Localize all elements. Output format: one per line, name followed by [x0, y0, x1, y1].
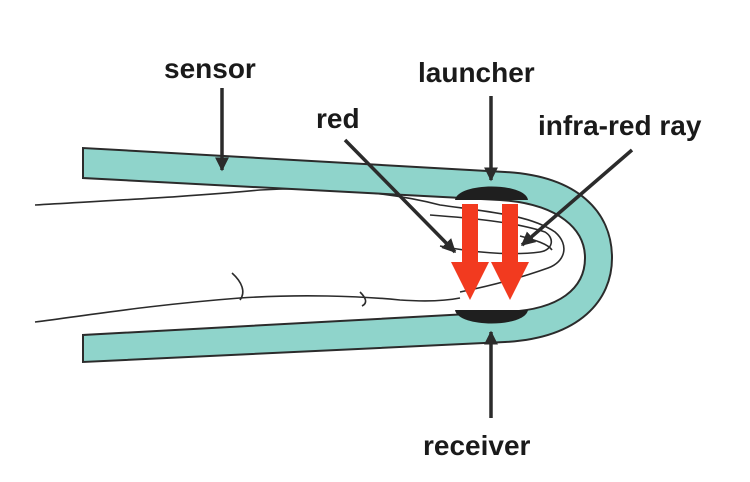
launcher-label: launcher: [418, 57, 535, 88]
red-ray-arrow: [451, 204, 489, 300]
receiver-label: receiver: [423, 430, 531, 461]
infrared-label: infra-red ray: [538, 110, 702, 141]
sensor-label: sensor: [164, 53, 256, 84]
receiver-pad: [455, 310, 528, 324]
fingernail: [429, 214, 553, 255]
finger-knuckle-line: [231, 272, 244, 301]
sensor-clip: [82, 146, 614, 364]
pointer-arrows: [215, 88, 634, 418]
infrared-pointer-arrow: [520, 148, 634, 247]
infrared-ray-arrow: [491, 204, 529, 300]
finger-bottom-contour: [34, 295, 461, 323]
red-label: red: [316, 103, 360, 134]
finger: [34, 187, 565, 323]
light-rays: [451, 204, 529, 300]
launcher-pad: [455, 186, 528, 200]
finger-top-contour: [34, 187, 565, 293]
red-pointer-arrow: [343, 138, 457, 254]
finger-joint-line: [359, 291, 367, 307]
